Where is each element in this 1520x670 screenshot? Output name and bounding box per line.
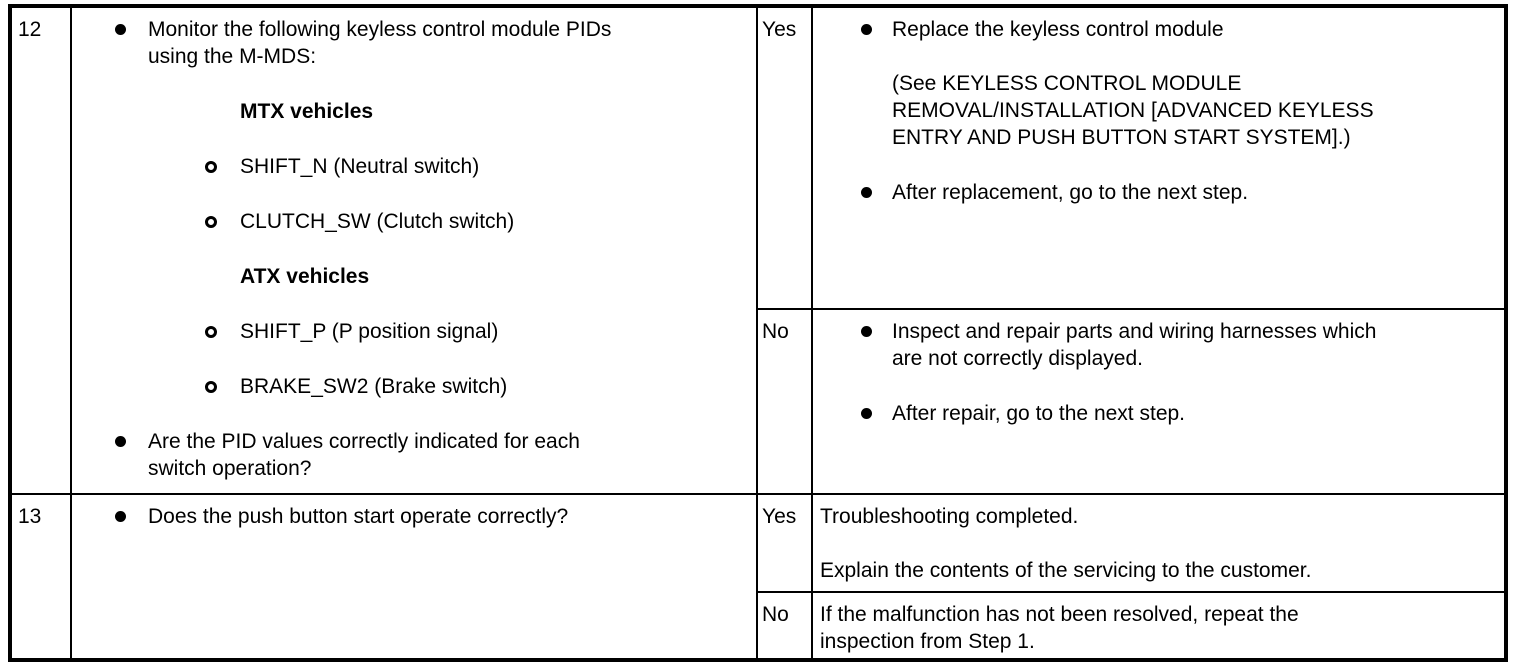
- step-number-cell: 12: [12, 8, 72, 493]
- step-number: 13: [18, 505, 42, 528]
- result-label: Yes: [762, 505, 797, 528]
- action-text: Inspect and repair parts and wiring harn…: [892, 320, 1377, 370]
- table-row-step-12: 12 Monitor the following keyless control…: [12, 8, 1504, 495]
- inspection-cell: Does the push button start operate corre…: [72, 495, 758, 658]
- troubleshooting-table: 12 Monitor the following keyless control…: [8, 4, 1508, 662]
- action-cell: Replace the keyless control module (See …: [813, 8, 1504, 308]
- step-number-cell: 13: [12, 495, 72, 658]
- inspection-text: Monitor the following keyless control mo…: [148, 18, 612, 68]
- action-text: Explain the contents of the servicing to…: [820, 559, 1312, 582]
- see-reference-text: (See KEYLESS CONTROL MODULE REMOVAL/INST…: [892, 72, 1374, 149]
- action-text: Troubleshooting completed.: [820, 505, 1079, 528]
- bullet-icon: [115, 511, 126, 522]
- action-cell: Troubleshooting completed. Explain the c…: [813, 495, 1504, 591]
- bullet-icon: [861, 187, 872, 198]
- yes-no-cell: Yes: [758, 8, 813, 308]
- vehicle-type-heading: MTX vehicles: [240, 100, 374, 123]
- list-item: After replacement, go to the next step.: [820, 179, 1496, 206]
- table-row-step-13: 13 Does the push button start operate co…: [12, 495, 1504, 658]
- bullet-icon: [861, 326, 872, 337]
- list-item: BRAKE_SW2 (Brake switch): [72, 373, 750, 400]
- result-label: Yes: [762, 18, 797, 41]
- bullet-icon: [861, 408, 872, 419]
- list-item: MTX vehicles: [72, 98, 750, 125]
- results-column: Yes Troubleshooting completed. Explain t…: [758, 495, 1504, 658]
- circle-bullet-icon: [205, 216, 217, 228]
- list-item: ATX vehicles: [72, 263, 750, 290]
- action-cell: Inspect and repair parts and wiring harn…: [813, 310, 1504, 493]
- circle-bullet-icon: [205, 326, 217, 338]
- action-cell: If the malfunction has not been resolved…: [813, 593, 1504, 658]
- action-text: After repair, go to the next step.: [892, 402, 1186, 425]
- step-number: 12: [18, 18, 42, 41]
- result-label: No: [762, 320, 789, 343]
- list-item: CLUTCH_SW (Clutch switch): [72, 208, 750, 235]
- bullet-icon: [115, 436, 126, 447]
- action-text: After replacement, go to the next step.: [892, 181, 1249, 204]
- pid-text: CLUTCH_SW (Clutch switch): [240, 210, 515, 233]
- inspection-cell: Monitor the following keyless control mo…: [72, 8, 758, 493]
- inspection-question: Does the push button start operate corre…: [148, 505, 569, 528]
- pid-text: SHIFT_N (Neutral switch): [240, 155, 480, 178]
- result-row-yes: Yes Troubleshooting completed. Explain t…: [758, 495, 1504, 593]
- yes-no-cell: No: [758, 593, 813, 658]
- list-item: Replace the keyless control module (See …: [820, 16, 1496, 151]
- result-row-yes: Yes Replace the keyless control module (…: [758, 8, 1504, 310]
- yes-no-cell: No: [758, 310, 813, 493]
- bullet-icon: [115, 24, 126, 35]
- list-item: Does the push button start operate corre…: [72, 503, 750, 530]
- list-item: Inspect and repair parts and wiring harn…: [820, 318, 1496, 372]
- list-item: Are the PID values correctly indicated f…: [72, 428, 750, 482]
- list-item: After repair, go to the next step.: [820, 400, 1496, 427]
- list-item: SHIFT_N (Neutral switch): [72, 153, 750, 180]
- action-text: If the malfunction has not been resolved…: [820, 603, 1299, 653]
- action-text: Replace the keyless control module: [892, 18, 1224, 41]
- vehicle-type-heading: ATX vehicles: [240, 265, 370, 288]
- results-column: Yes Replace the keyless control module (…: [758, 8, 1504, 493]
- pid-text: SHIFT_P (P position signal): [240, 320, 499, 343]
- result-row-no: No Inspect and repair parts and wiring h…: [758, 310, 1504, 493]
- list-item: Monitor the following keyless control mo…: [72, 16, 750, 70]
- list-item: SHIFT_P (P position signal): [72, 318, 750, 345]
- circle-bullet-icon: [205, 381, 217, 393]
- result-row-no: No If the malfunction has not been resol…: [758, 593, 1504, 658]
- result-label: No: [762, 603, 789, 626]
- inspection-question: Are the PID values correctly indicated f…: [148, 430, 580, 480]
- circle-bullet-icon: [205, 161, 217, 173]
- bullet-icon: [861, 24, 872, 35]
- pid-text: BRAKE_SW2 (Brake switch): [240, 375, 508, 398]
- yes-no-cell: Yes: [758, 495, 813, 591]
